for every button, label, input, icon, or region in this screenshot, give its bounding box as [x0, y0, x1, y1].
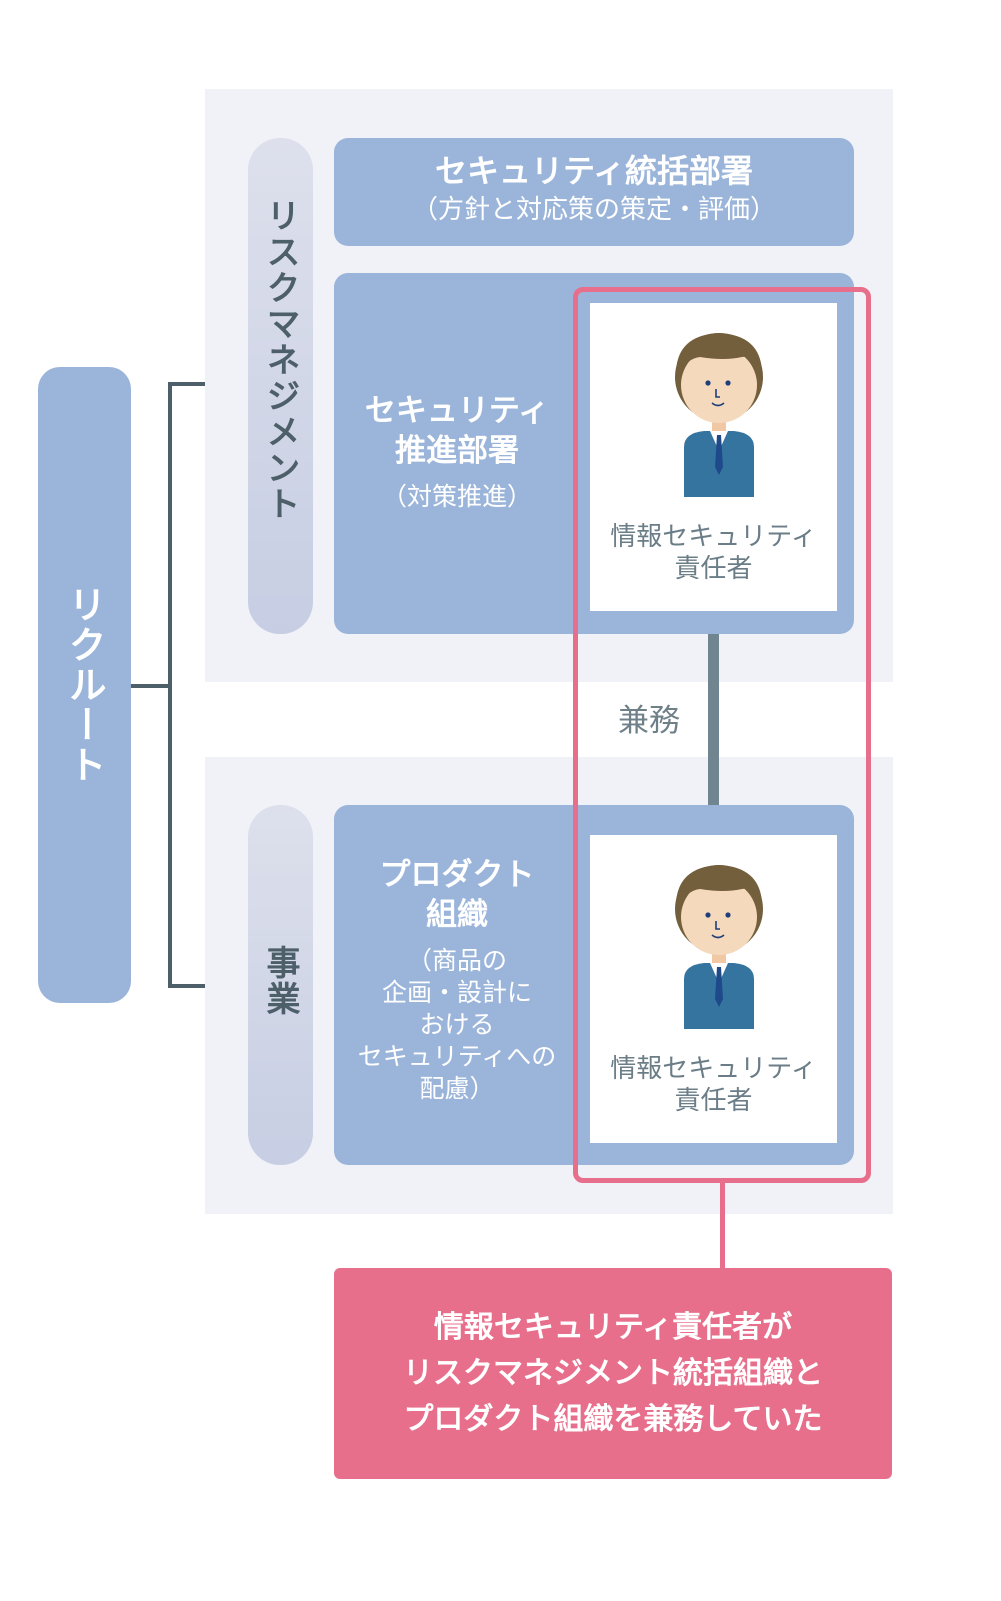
person-label-line2: 責任者: [674, 554, 753, 584]
group-pill-risk-management: リスクマネジメント: [248, 138, 313, 634]
callout-line2: リスクマネジメント統括組織と: [403, 1355, 823, 1391]
person-label-line2: 責任者: [674, 1086, 753, 1116]
dept-title-line2: 推進部署: [395, 433, 519, 469]
person-card-security-officer: 情報セキュリティ 責任者: [590, 303, 837, 611]
group-pill-business: 事業: [248, 805, 313, 1165]
security-governance-dept: セキュリティ統括部署 （方針と対応策の策定・評価）: [334, 138, 854, 246]
dept-subtitle-line5: 配慮）: [419, 1074, 495, 1103]
dept-title: セキュリティ統括部署: [434, 152, 754, 190]
concurrent-connector-line: [708, 634, 719, 805]
dept-title-line2: 組織: [426, 897, 488, 933]
person-card-security-officer: 情報セキュリティ 責任者: [590, 835, 837, 1143]
bracket-vertical: [168, 382, 172, 988]
callout-line3: プロダクト組織を兼務していた: [403, 1401, 823, 1437]
bracket-top-arm: [168, 382, 205, 386]
dept-subtitle-line1: （商品の: [406, 946, 507, 975]
root-org-recruit: リクルート: [38, 367, 131, 1003]
root-connector-horizontal: [131, 684, 170, 688]
person-label-line1: 情報セキュリティ: [610, 522, 817, 552]
group-label-risk-management: リスクマネジメント: [260, 198, 300, 522]
dept-title-line1: プロダクト: [379, 857, 535, 893]
dept-title-line1: セキュリティ: [364, 393, 550, 429]
group-label-business: 事業: [260, 945, 300, 1017]
bracket-bottom-arm: [168, 984, 205, 988]
person-label-line1: 情報セキュリティ: [610, 1054, 817, 1084]
dept-subtitle-line4: セキュリティへの: [357, 1042, 557, 1071]
callout-connector: [720, 1183, 725, 1270]
dept-subtitle: （対策推進）: [381, 482, 532, 511]
person-icon: [674, 333, 763, 497]
highlight-frame: [573, 287, 871, 1183]
dept-subtitle-line3: おける: [419, 1010, 495, 1039]
person-icon: [674, 865, 763, 1029]
root-label: リクルート: [62, 585, 106, 785]
concurrent-role-label: 兼務: [618, 703, 680, 739]
dept-subtitle: （方針と対応策の策定・評価）: [411, 195, 776, 225]
callout-box: 情報セキュリティ責任者が リスクマネジメント統括組織と プロダクト組織を兼務して…: [334, 1268, 892, 1479]
callout-line1: 情報セキュリティ責任者が: [433, 1309, 793, 1345]
dept-subtitle-line2: 企画・設計に: [381, 978, 532, 1007]
